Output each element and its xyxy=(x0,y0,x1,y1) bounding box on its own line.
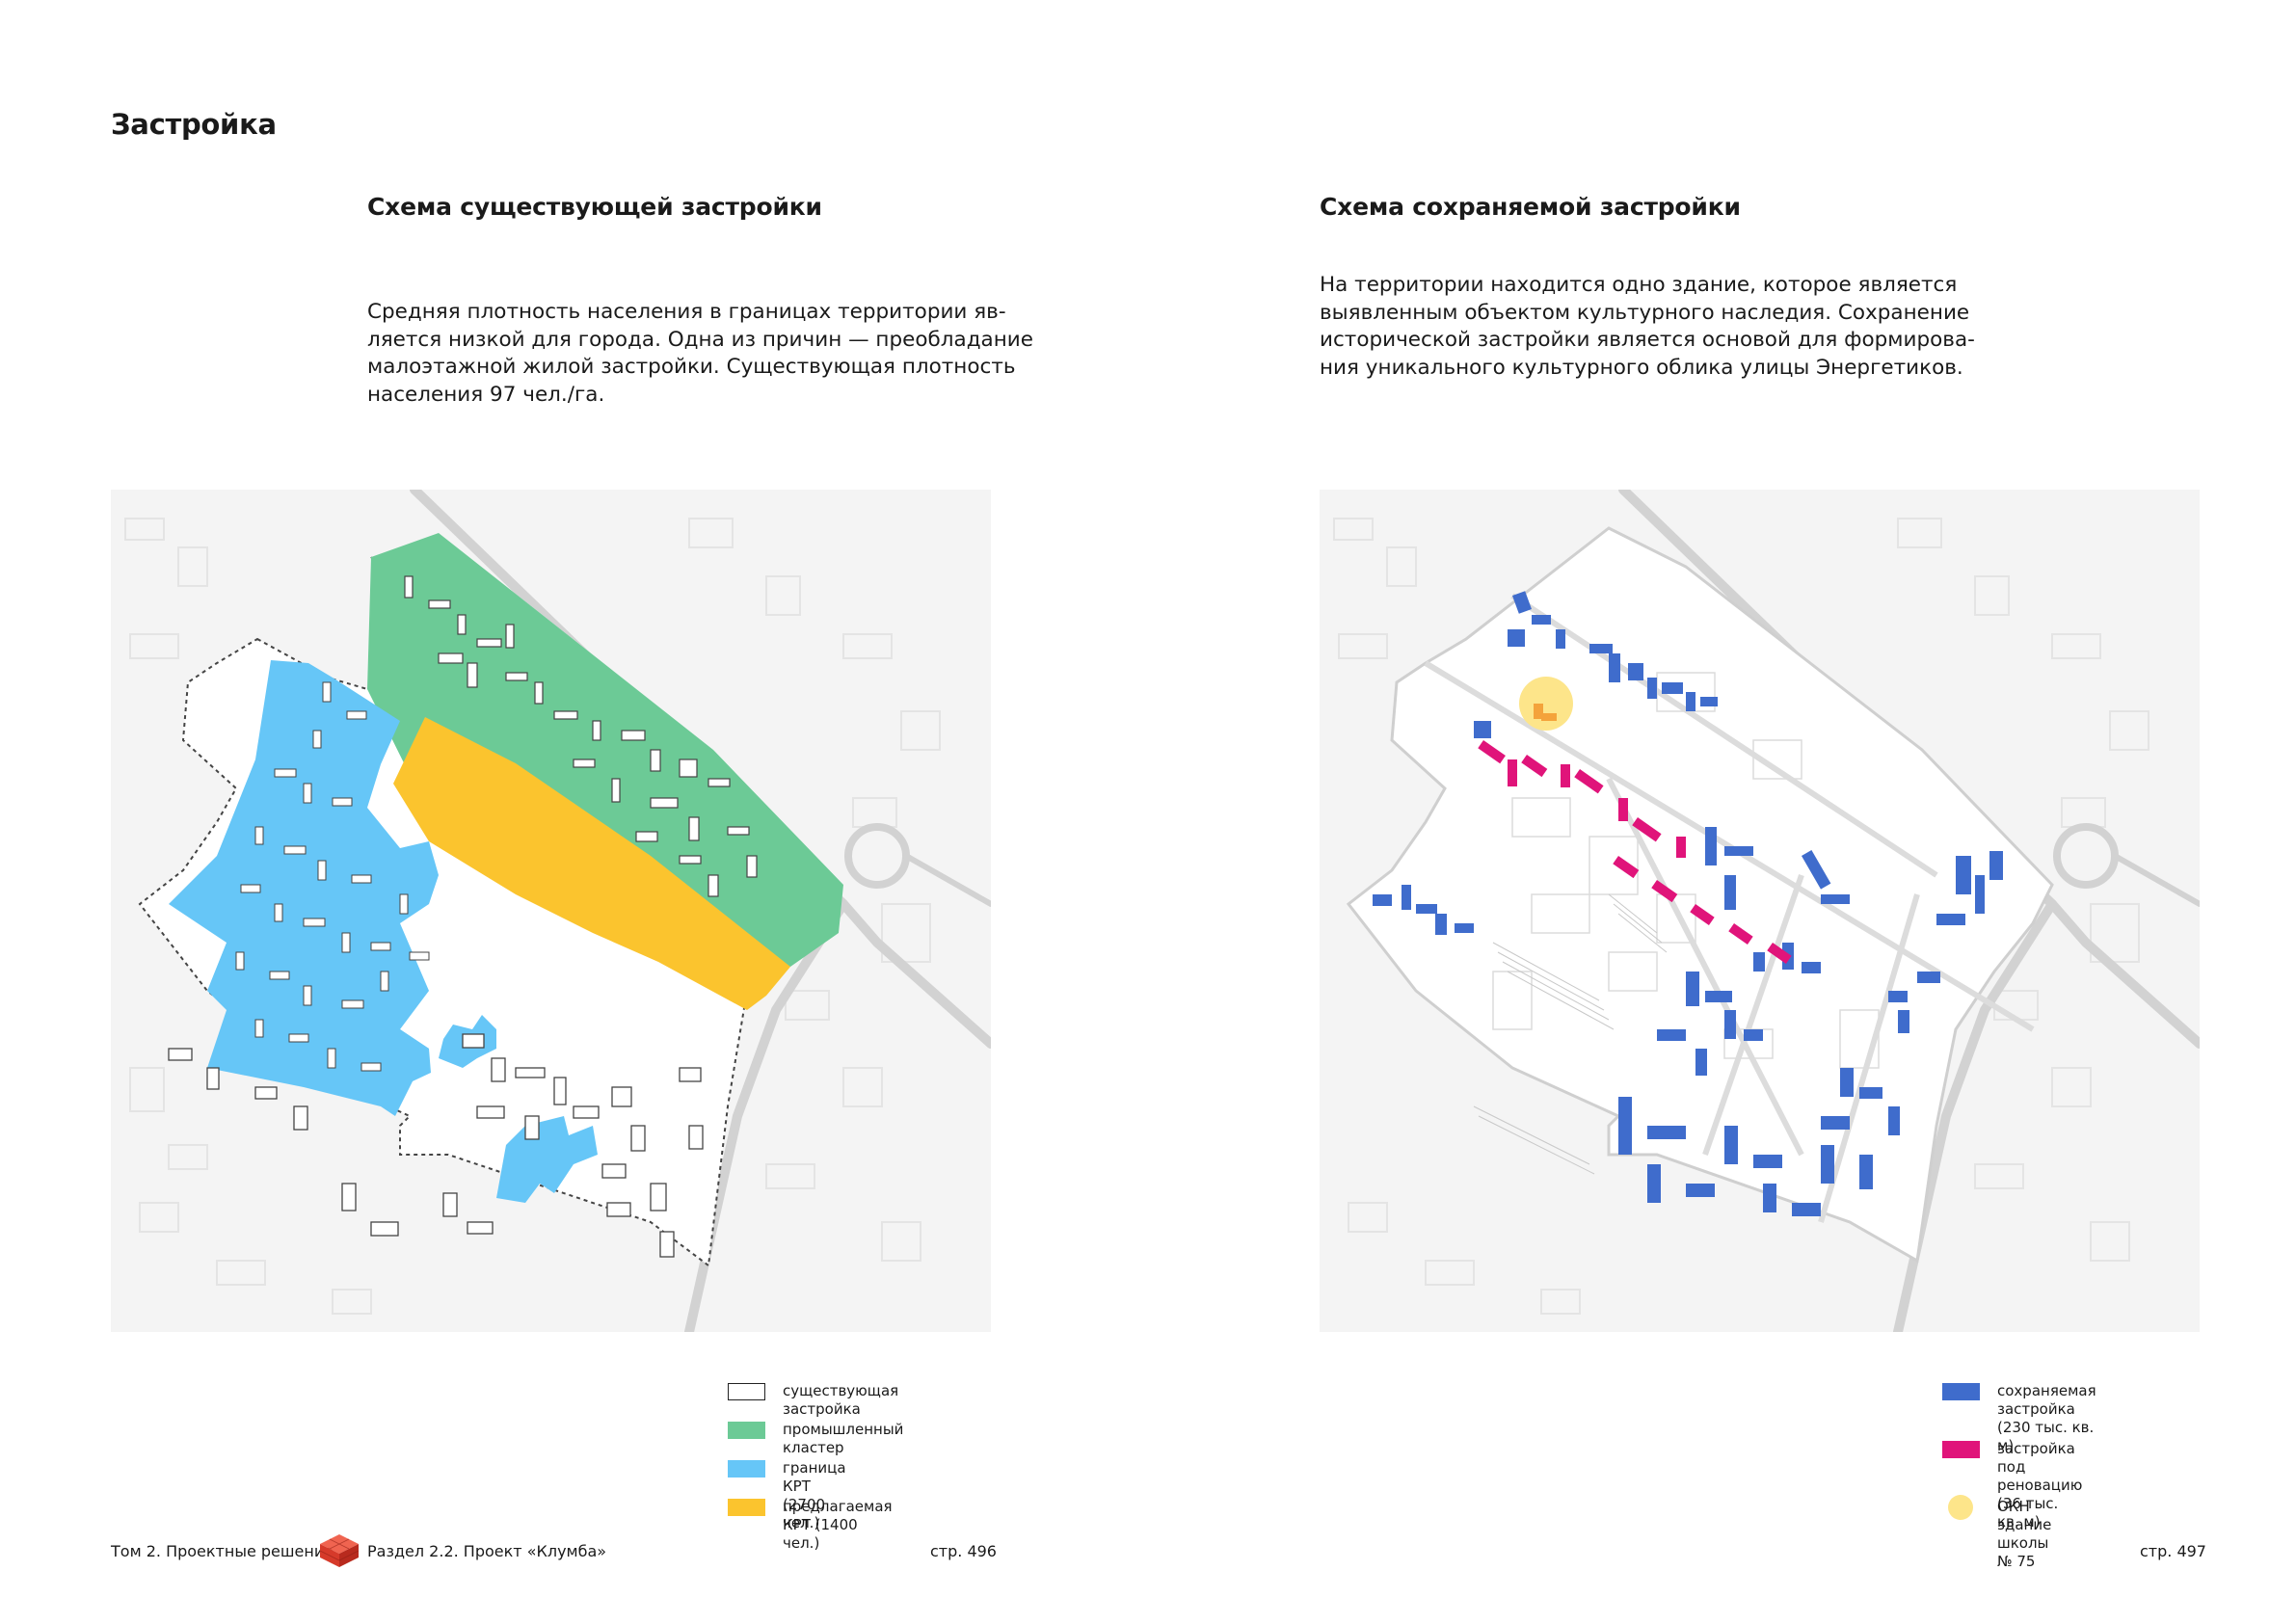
left-paragraph: Средняя плотность населения в границах т… xyxy=(367,300,1033,407)
legend-item-industrial: промышленный кластер xyxy=(728,1421,903,1457)
left-heading: Схема существующей застройки xyxy=(367,193,822,221)
legend-item-okn: ОКН здание школы № 75 xyxy=(1942,1495,2051,1571)
legend-swatch-blue xyxy=(728,1460,765,1478)
legend-swatch-yellow xyxy=(728,1499,765,1516)
footer-section: Раздел 2.2. Проект «Клумба» xyxy=(367,1542,607,1560)
legend-item-preserved: сохраняемая застройка (230 тыс. кв. м) xyxy=(1942,1382,2096,1455)
footer-volume: Том 2. Проектные решения xyxy=(111,1542,334,1560)
footer-page-right: стр. 497 xyxy=(2140,1542,2206,1560)
brick-logo-icon xyxy=(319,1534,360,1567)
legend-item-existing: существующая застройка xyxy=(728,1382,898,1419)
right-heading: Схема сохраняемой застройки xyxy=(1320,193,1741,221)
preserved-buildings-map xyxy=(1320,490,2200,1332)
right-paragraph: На территории находится одно здание, кот… xyxy=(1320,273,1975,380)
legend-swatch-outline xyxy=(728,1383,765,1400)
legend-swatch-green xyxy=(728,1422,765,1439)
legend-item-renovation: застройка под реновацию (36 тыс. кв. м) xyxy=(1942,1440,2082,1531)
existing-buildings-map xyxy=(111,490,991,1332)
legend-item-proposed-krt: предлагаемая КРТ (1400 чел.) xyxy=(728,1498,893,1553)
section-title: Застройка xyxy=(111,108,277,141)
legend-swatch-dot xyxy=(1948,1495,1973,1520)
legend-item-krt-boundary: граница КРТ (2700 чел.) xyxy=(728,1459,846,1532)
legend-swatch-blue xyxy=(1942,1383,1980,1400)
legend-swatch-magenta xyxy=(1942,1441,1980,1458)
footer-page-left: стр. 496 xyxy=(930,1542,997,1560)
